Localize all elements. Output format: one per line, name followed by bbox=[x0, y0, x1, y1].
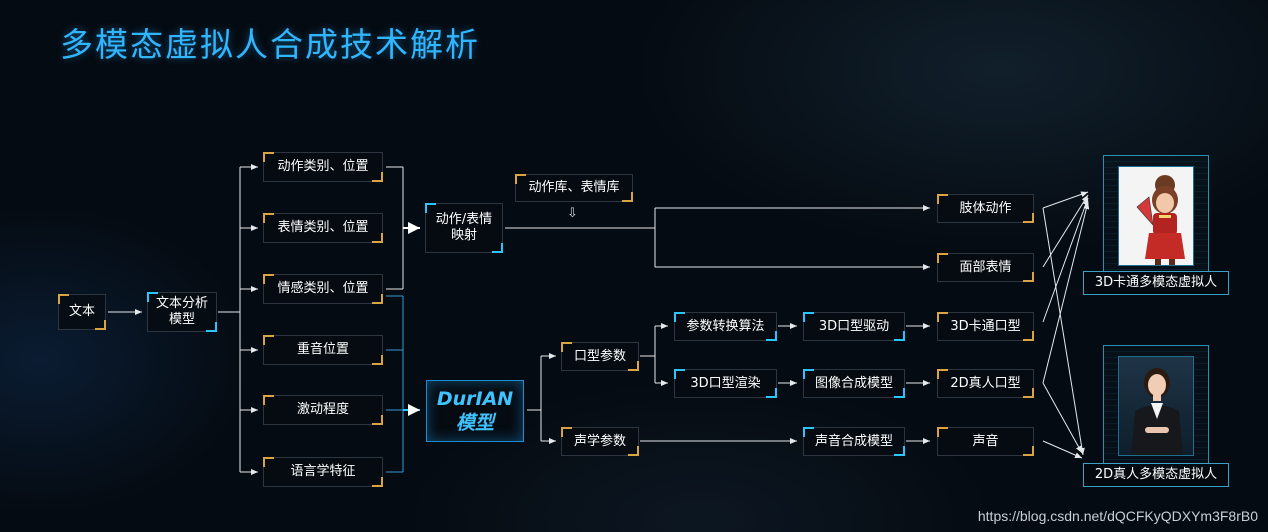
node-action-expression-mapping: 动作/表情 映射 bbox=[425, 203, 503, 253]
node-linguistic-features: 语言学特征 bbox=[263, 457, 383, 487]
node-intensity: 激动程度 bbox=[263, 395, 383, 425]
library-down-arrow-icon: ⇩ bbox=[567, 206, 578, 221]
node-durian-model: DurIAN 模型 bbox=[426, 380, 524, 442]
real-avatar-frame bbox=[1103, 345, 1209, 467]
node-3d-cartoon-mouth: 3D卡通口型 bbox=[937, 312, 1034, 341]
node-mapping-line1: 动作/表情 bbox=[435, 212, 493, 227]
node-voice: 声音 bbox=[937, 427, 1034, 456]
cartoon-avatar-caption: 3D卡通多模态虚拟人 bbox=[1083, 271, 1229, 295]
node-text-analysis-model: 文本分析 模型 bbox=[147, 292, 217, 332]
node-image-synthesis: 图像合成模型 bbox=[803, 369, 905, 398]
node-action-expression-library: 动作库、表情库 bbox=[515, 174, 633, 202]
node-expression-category: 表情类别、位置 bbox=[263, 213, 383, 243]
node-3d-mouth-render: 3D口型渲染 bbox=[674, 369, 777, 398]
node-facial-expression: 面部表情 bbox=[937, 253, 1034, 282]
node-text: 文本 bbox=[58, 294, 106, 330]
node-action-category: 动作类别、位置 bbox=[263, 152, 383, 182]
node-text-analysis-line2: 模型 bbox=[168, 312, 195, 327]
node-parameter-conversion: 参数转换算法 bbox=[674, 312, 777, 341]
node-mouth-parameters: 口型参数 bbox=[561, 342, 639, 371]
node-body-action: 肢体动作 bbox=[937, 194, 1034, 223]
node-text-analysis-line1: 文本分析 bbox=[155, 296, 208, 311]
watermark-url: https://blog.csdn.net/dQCFKyQDXYm3F8rB0 bbox=[977, 508, 1258, 524]
node-2d-real-mouth: 2D真人口型 bbox=[937, 369, 1034, 398]
node-acoustic-parameters: 声学参数 bbox=[561, 427, 639, 456]
cartoon-avatar-frame bbox=[1103, 155, 1209, 277]
cartoon-avatar-image bbox=[1136, 175, 1185, 265]
node-durian-line2: 模型 bbox=[455, 412, 494, 434]
node-mapping-line2: 映射 bbox=[450, 228, 477, 243]
node-3d-mouth-drive: 3D口型驱动 bbox=[803, 312, 905, 341]
real-avatar-caption: 2D真人多模态虚拟人 bbox=[1083, 463, 1229, 487]
node-voice-synthesis: 声音合成模型 bbox=[803, 427, 905, 456]
node-emotion-category: 情感类别、位置 bbox=[263, 274, 383, 304]
node-stress-position: 重音位置 bbox=[263, 335, 383, 365]
page-title: 多模态虚拟人合成技术解析 bbox=[60, 25, 480, 64]
real-avatar-image bbox=[1131, 368, 1183, 455]
node-durian-line1: DurIAN bbox=[436, 388, 514, 410]
